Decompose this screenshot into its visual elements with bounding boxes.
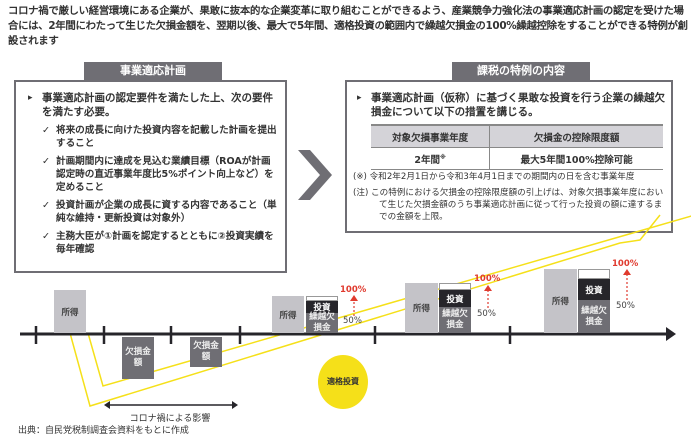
requirement-item: 投資計画が企業の成長に資する内容であること（単純な維持・更新投資は対象外） [42,199,278,225]
table-header: 対象欠損事業年度 [371,124,490,148]
investment-bar: 投資 [306,301,338,313]
right-panel: 事業適応計画（仮称）に基づく果敢な投資を行う企業の繰越欠損金について以下の措置を… [345,80,673,233]
qualified-investment-circle [318,355,368,409]
income-bar: 所得 [405,283,438,333]
chevron-arrow-icon [298,150,332,200]
qualified-investment-label: 適格投資 [327,377,359,386]
income-bar: 所得 [272,296,304,333]
investment-bar: 投資 [578,279,610,300]
pct-50-label: 50% [477,309,496,319]
income-bar: 所得 [54,290,86,333]
requirement-item: 主務大臣が①計画を認定するとともに②投資実績を毎年確認 [42,230,278,256]
yellow-flow-line [69,214,661,407]
measure-table: 対象欠損事業年度欠損金の控除限度額 2年間※最大5年間100%控除可能 [371,124,663,170]
table-cell: 2年間※ [371,147,490,170]
yellow-flow-line [87,215,691,387]
left-panel: 事業適応計画の認定要件を満たした上、次の要件を満たす必要。 将来の成長に向けた投… [14,80,287,273]
pct-100-label: 100% [340,285,367,295]
table-header: 欠損金の控除限度額 [489,124,663,148]
source-note: 出典：自民党税制調査会資料をもとに作成 [18,426,189,436]
pct-50-label: 50% [616,301,635,311]
red-arrows [353,274,628,316]
table-cell: 最大5年間100%控除可能 [489,147,663,170]
left-panel-title: 事業適応計画 [84,62,222,80]
left-lead: 事業適応計画の認定要件を満たした上、次の要件を満たす必要。 [28,91,278,119]
carryforward-bar: 繰越欠損金 [578,300,610,333]
intro-text: コロナ禍で厳しい経営環境にある企業が、果敢に抜本的な企業変革に取り組むことができ… [8,5,688,47]
note-period: (※) 令和2年2月1日から令和3年4月1日までの期間内の日を含む事業年度 [353,172,635,182]
axis-arrow-icon [666,327,676,341]
pct-100-label: 100% [474,274,501,284]
covid-impact-label: コロナ禍による影響 [129,414,211,424]
remaining-bar [578,269,610,279]
income-bar: 所得 [544,269,577,333]
carryforward-bar: 繰越欠損金 [306,312,338,333]
pct-100-label: 100% [612,259,639,269]
right-lead: 事業適応計画（仮称）に基づく果敢な投資を行う企業の繰越欠損金について以下の措置を… [357,91,666,119]
note-limit: (注) この特例における欠損金の控除限度額の引上げは、対象欠損事業年度において生… [353,188,664,222]
investment-bar: 投資 [439,290,471,307]
loss-bar: 欠損金額 [190,337,222,367]
requirement-item: 将来の成長に向けた投資内容を記載した計画を提出すること [42,124,278,150]
pct-50-label: 50% [343,316,362,326]
right-panel-title: 課税の特例の内容 [452,62,590,80]
remaining-bar [306,296,338,301]
loss-bar: 欠損金額 [122,337,154,379]
requirement-item: 計画期間内に達成を見込む業績目標（ROAが計画認定時の直近事業年度比5%ポイント… [42,155,278,194]
remaining-bar [439,283,471,290]
carryforward-bar: 繰越欠損金 [439,307,471,333]
axis-ticks [34,326,512,344]
